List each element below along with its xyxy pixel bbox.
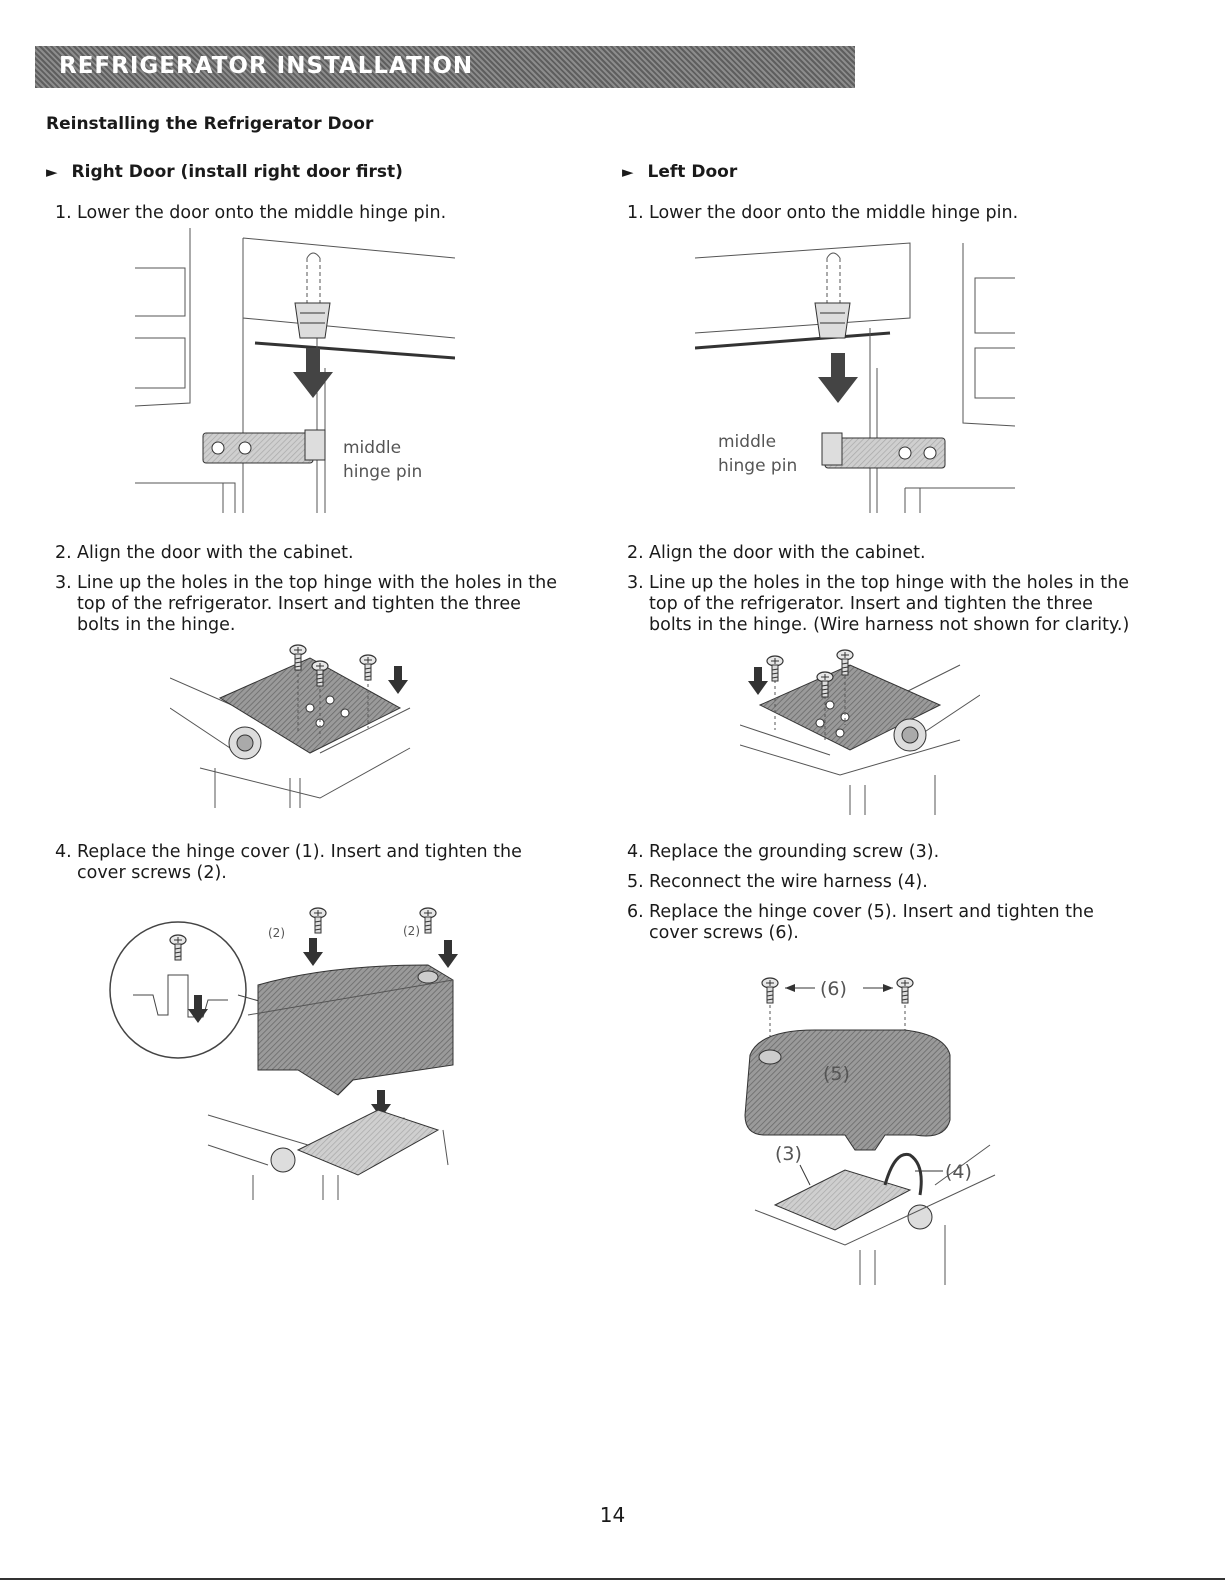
- screws-label-6: (6): [820, 978, 847, 1000]
- right-step-1: 1.Lower the door onto the middle hinge p…: [55, 203, 447, 223]
- section-title: Reinstalling the Refrigerator Door: [46, 114, 374, 134]
- banner-title: REFRIGERATOR INSTALLATION: [59, 53, 474, 79]
- left-door-middle-hinge-figure: middle hinge pin: [695, 242, 1015, 513]
- right-step-3: 3.Line up the holes in the top hinge wit…: [55, 573, 558, 635]
- left-step-6: 6.Replace the hinge cover (5). Insert an…: [627, 902, 1094, 943]
- right-step-4: 4.Replace the hinge cover (1). Insert an…: [55, 842, 522, 883]
- middle-label: middle: [718, 432, 776, 452]
- right-step-2: 2.Align the door with the cabinet.: [55, 543, 354, 563]
- left-step-5: 5.Reconnect the wire harness (4).: [627, 872, 928, 892]
- middle-label: middle: [343, 438, 401, 458]
- left-step-4: 4.Replace the grounding screw (3).: [627, 842, 940, 862]
- left-door-heading: ►Left Door: [622, 162, 738, 182]
- left-door-hinge-cover-figure: (6) (5) (3) (4): [744, 977, 996, 1285]
- triangle-right-icon: ►: [46, 163, 58, 181]
- screw-label-2b: (2): [403, 924, 420, 938]
- cover-label-5: (5): [823, 1063, 850, 1085]
- right-door-heading: ►Right Door (install right door first): [46, 162, 403, 182]
- left-step-1: 1.Lower the door onto the middle hinge p…: [627, 203, 1019, 223]
- left-step-3: 3.Line up the holes in the top hinge wit…: [627, 573, 1130, 635]
- right-door-middle-hinge-figure: middle hinge pin: [135, 228, 455, 513]
- right-door-top-hinge-figure: [170, 644, 411, 808]
- section-banner: REFRIGERATOR INSTALLATION: [35, 46, 855, 88]
- hinge-pin-label: hinge pin: [343, 462, 422, 482]
- bottom-rule: [0, 1578, 1225, 1580]
- page-number: 14: [599, 1503, 626, 1527]
- harness-label-4: (4): [945, 1161, 972, 1183]
- screw-label-2a: (2): [268, 926, 285, 940]
- triangle-right-icon: ►: [622, 163, 634, 181]
- right-door-hinge-cover-figure: (2) (2) (1): [109, 907, 458, 1200]
- ground-label-3: (3): [775, 1143, 802, 1165]
- hinge-pin-label: hinge pin: [718, 456, 797, 476]
- left-step-2: 2.Align the door with the cabinet.: [627, 543, 926, 563]
- left-door-top-hinge-figure: [740, 649, 980, 815]
